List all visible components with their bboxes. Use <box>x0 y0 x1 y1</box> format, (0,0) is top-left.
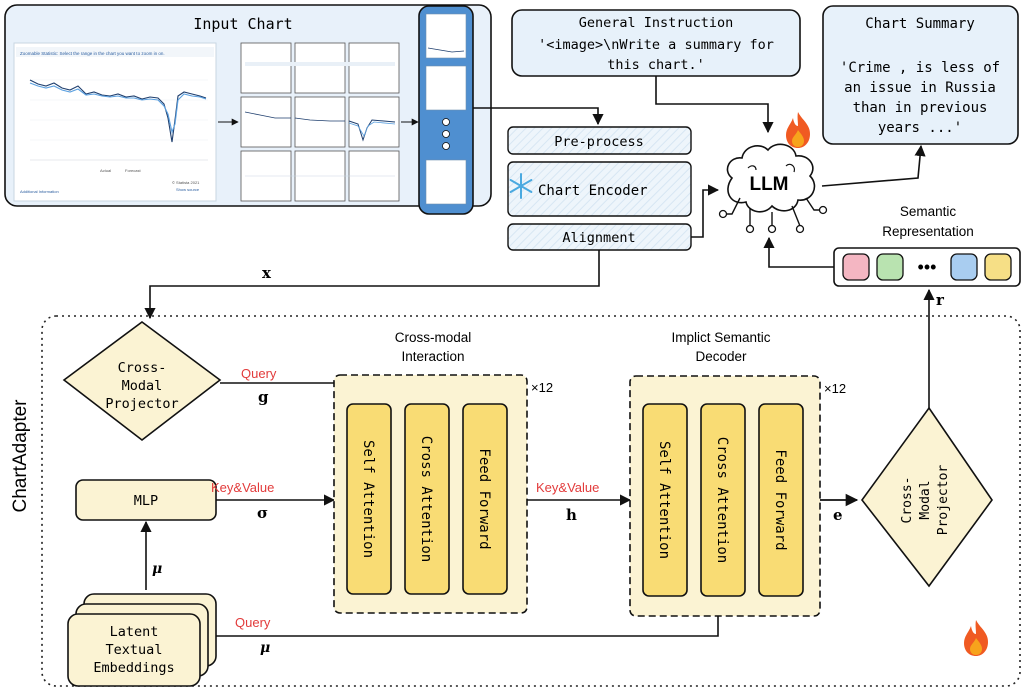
implicit-semantic-decoder-block: ×12 Self Attention Cross Attention Feed … <box>629 375 846 617</box>
semantic-token-ellipsis: ••• <box>918 257 937 277</box>
alignment-box: Alignment <box>507 223 692 251</box>
semantic-representation-line1: Semantic <box>900 204 957 219</box>
dec-self-attention-layer <box>642 403 688 597</box>
thumbnail-footer-left: Additional Information <box>20 189 59 194</box>
chart-encoder-label: Chart Encoder <box>538 183 648 199</box>
var-x: x <box>262 264 272 282</box>
semantic-token-yellow <box>984 253 1012 281</box>
chart-summary-line3: than in previous <box>853 100 988 116</box>
thumbnail-footer-right2: Show source <box>176 187 200 192</box>
thumbnail-legend-actual: Actual <box>100 168 111 173</box>
cross-modal-repeat: ×12 <box>531 380 553 395</box>
llm-label: LLM <box>749 174 788 195</box>
decoder-title-line1: Implict Semantic <box>671 330 770 345</box>
frozen-snowflake-icon <box>509 173 533 199</box>
general-instruction-box: General Instruction '<image>\nWrite a su… <box>511 9 801 77</box>
decoder-repeat: ×12 <box>824 381 846 396</box>
input-chart-panel: Input Chart Zoomable Statistic: Select t… <box>4 4 492 215</box>
mlp-box: MLP <box>75 479 217 521</box>
trainable-flame-icon-bottom <box>964 620 988 656</box>
query-label-top: Query <box>241 366 277 381</box>
projector-left-line1: Cross- <box>118 360 167 376</box>
chart-summary-box: Chart Summary 'Crime , is less of an iss… <box>822 5 1019 145</box>
projector-right-line1: Cross- <box>900 477 915 524</box>
thumbnail-footer-right: © Statista 2021 <box>172 180 200 185</box>
thumbnail-header: Zoomable Statistic: Select the range in … <box>20 51 165 56</box>
cross-modal-projector-right: Cross- Modal Projector <box>860 406 993 588</box>
latent-line3: Embeddings <box>93 660 174 676</box>
thumbnail-forecast-line <box>29 82 207 134</box>
chart-summary-line4: years ...' <box>878 120 962 136</box>
cross-modal-projector-left: Cross- Modal Projector <box>62 321 222 442</box>
latent-line2: Textual <box>106 642 163 658</box>
projector-left-line2: Modal <box>122 378 163 394</box>
cm-self-attention-layer <box>346 403 392 595</box>
semantic-token-row: ••• <box>833 247 1021 287</box>
projector-right-line2: Modal <box>918 480 933 519</box>
dec-cross-attention-layer <box>700 403 746 597</box>
input-chart-title: Input Chart <box>193 15 292 33</box>
query-label-bottom: Query <box>235 615 271 630</box>
cm-cross-attention-label: Cross Attention <box>418 436 434 562</box>
chartadapter-title: ChartAdapter <box>10 399 31 513</box>
var-h: h <box>566 506 577 524</box>
semantic-token-green <box>876 253 904 281</box>
latent-textual-embeddings: Latent Textual Embeddings <box>67 593 217 687</box>
cross-modal-interaction-block: ×12 Self Attention Cross Attention Feed … <box>333 374 553 614</box>
semantic-token-blue <box>950 253 978 281</box>
var-mu-right: μ <box>260 640 270 656</box>
semantic-token-pink <box>842 253 870 281</box>
llm-brain-icon: LLM <box>718 143 828 234</box>
trainable-flame-icon <box>786 112 810 148</box>
cm-feed-forward-layer <box>462 403 508 595</box>
general-instruction-line2: this chart.' <box>607 57 705 73</box>
chart-summary-line2: an issue in Russia <box>844 80 996 96</box>
var-e: e <box>833 506 843 524</box>
mlp-label: MLP <box>134 493 158 509</box>
keyvalue-label-left: Key&Value <box>211 480 274 495</box>
general-instruction-title: General Instruction <box>579 15 733 31</box>
cm-feed-forward-label: Feed Forward <box>476 448 492 549</box>
cross-modal-title-line2: Interaction <box>401 349 464 364</box>
input-chart-thumbnail: Zoomable Statistic: Select the range in … <box>13 42 217 202</box>
keyvalue-label-right: Key&Value <box>536 480 599 495</box>
thumbnail-legend-forecast: Forecast <box>125 168 141 173</box>
var-g: g <box>258 388 269 406</box>
alignment-label: Alignment <box>562 230 635 246</box>
latent-line1: Latent <box>110 624 159 640</box>
decoder-title-line2: Decoder <box>695 349 747 364</box>
dec-feed-forward-label: Feed Forward <box>772 449 788 550</box>
var-r: r <box>936 291 945 309</box>
general-instruction-line1: '<image>\nWrite a summary for <box>538 37 774 53</box>
patch-grid <box>240 42 400 202</box>
projector-left-line3: Projector <box>105 396 178 412</box>
preprocess-label: Pre-process <box>554 134 643 150</box>
cross-modal-title-line1: Cross-modal <box>395 330 472 345</box>
cm-self-attention-label: Self Attention <box>360 440 376 558</box>
dec-cross-attention-label: Cross Attention <box>714 437 730 563</box>
chart-summary-title: Chart Summary <box>865 16 975 32</box>
dec-self-attention-label: Self Attention <box>656 441 672 559</box>
projector-right-line3: Projector <box>936 465 951 536</box>
patch-sequence <box>418 5 474 215</box>
semantic-representation-line2: Representation <box>882 224 974 239</box>
chart-encoder-box: Chart Encoder <box>507 161 692 217</box>
var-mu-up: μ <box>152 561 162 577</box>
preprocess-box: Pre-process <box>507 126 692 155</box>
dec-feed-forward-layer <box>758 403 804 597</box>
chart-summary-line1: 'Crime , is less of <box>840 60 1000 76</box>
var-sigma: σ <box>257 504 268 522</box>
chartadapter-container <box>41 315 1021 687</box>
cm-cross-attention-layer <box>404 403 450 595</box>
